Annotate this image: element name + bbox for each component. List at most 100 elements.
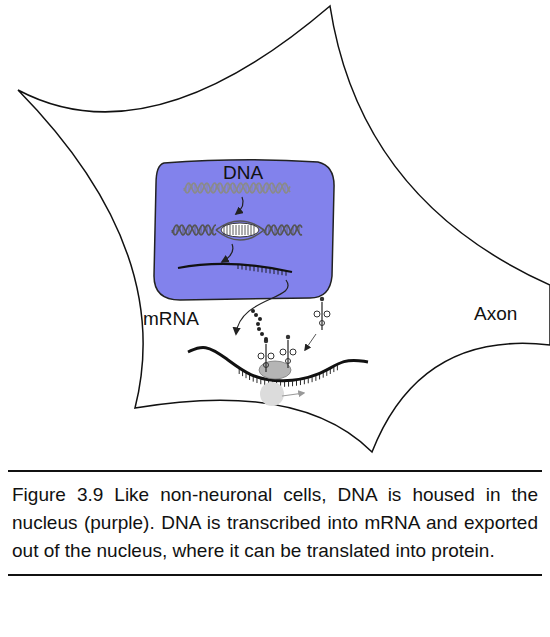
mrna-base (286, 271, 287, 276)
codon-base (264, 380, 265, 385)
base-pair (255, 184, 256, 189)
codon-base (256, 378, 257, 383)
codon-base (333, 367, 334, 372)
base-pair (287, 225, 288, 234)
nucleus: DNA (150, 158, 336, 302)
rna-polymerase (221, 223, 259, 237)
dna-strand (184, 183, 290, 193)
codon-base (300, 380, 301, 385)
codon-base (330, 369, 331, 374)
base-pair (219, 183, 220, 190)
dna-strand (216, 221, 264, 230)
polymerase-hatch (239, 225, 240, 235)
polymerase-hatch (248, 225, 249, 235)
base-pair (222, 186, 223, 193)
base-pair (288, 188, 289, 191)
mrna-base (246, 265, 247, 270)
base-pair (201, 226, 202, 235)
dna-strand (172, 225, 216, 235)
base-pair (192, 185, 193, 189)
mrna-base (250, 266, 251, 271)
codon-base (319, 374, 320, 379)
base-pair (213, 228, 214, 234)
base-pair (231, 185, 232, 189)
mrna-base (262, 267, 263, 272)
codon-base (242, 371, 243, 376)
codon-base (296, 381, 297, 386)
polymerase-hatch (254, 225, 255, 235)
base-pair (189, 225, 190, 234)
base-pair (284, 228, 285, 230)
axon-label: Axon (474, 303, 517, 325)
codon-base (249, 375, 250, 380)
base-pair (183, 226, 184, 235)
polymerase-hatch (227, 225, 228, 235)
mrna-base (254, 266, 255, 271)
codon-base (326, 371, 327, 376)
mrna-base (278, 270, 279, 275)
base-pair (273, 184, 274, 193)
mrna-base (270, 268, 271, 273)
dna-helix (184, 183, 290, 193)
base-pair (225, 186, 226, 192)
base-pair (177, 225, 178, 233)
codon-base (253, 377, 254, 382)
base-pair (240, 183, 241, 192)
base-pair (258, 183, 259, 190)
process-arrow (222, 244, 233, 262)
base-pair (275, 226, 276, 235)
mrna-base (238, 264, 239, 269)
codon-base (323, 373, 324, 378)
base-pair (201, 183, 202, 192)
base-pair (246, 183, 247, 192)
peptide-bead (251, 309, 255, 313)
export-arrow (236, 280, 288, 334)
transcription-bubble (172, 221, 302, 240)
trna (258, 339, 274, 372)
codon-base (246, 373, 247, 378)
peptide-bead (260, 332, 264, 336)
dna-strand (216, 230, 264, 240)
dna-strand (172, 225, 216, 235)
base-pair (192, 228, 193, 230)
polymerase-hatch (242, 225, 243, 235)
nuclear-mrna (178, 264, 292, 272)
codon-base (280, 382, 281, 387)
base-pair (243, 186, 244, 188)
codon-base (268, 381, 269, 386)
dna-strand (264, 225, 302, 235)
base-pair (267, 183, 268, 191)
base-pair (186, 186, 187, 192)
base-pair (213, 184, 214, 193)
process-arrow (236, 197, 243, 214)
base-pair (266, 228, 267, 234)
direction-arrow (282, 393, 304, 396)
base-pair (285, 183, 286, 192)
codon-base (284, 382, 285, 387)
base-pair (279, 183, 280, 192)
codon-base (276, 382, 277, 387)
trna (314, 297, 330, 330)
polymerase-hatch (236, 225, 237, 235)
codon-base (308, 378, 309, 383)
base-pair (276, 189, 277, 191)
polymerase-hatch (230, 225, 231, 235)
codon-base (337, 365, 338, 370)
base-pair (180, 227, 181, 231)
cytoplasmic-mrna (188, 347, 368, 380)
base-pair (278, 231, 279, 233)
nucleus-membrane (154, 160, 334, 300)
base-pair (198, 230, 199, 233)
peptide-bead (256, 322, 260, 326)
base-pair (216, 184, 217, 189)
peptide-bead (258, 317, 262, 321)
polymerase-hatch (233, 225, 234, 235)
dna-strand (184, 183, 290, 193)
base-pair (270, 185, 271, 189)
polymerase-hatch (245, 225, 246, 235)
base-pair (189, 183, 190, 191)
base-pair (198, 189, 199, 191)
codon-base (239, 369, 240, 374)
base-pair (299, 225, 300, 232)
codon-base (304, 379, 305, 384)
